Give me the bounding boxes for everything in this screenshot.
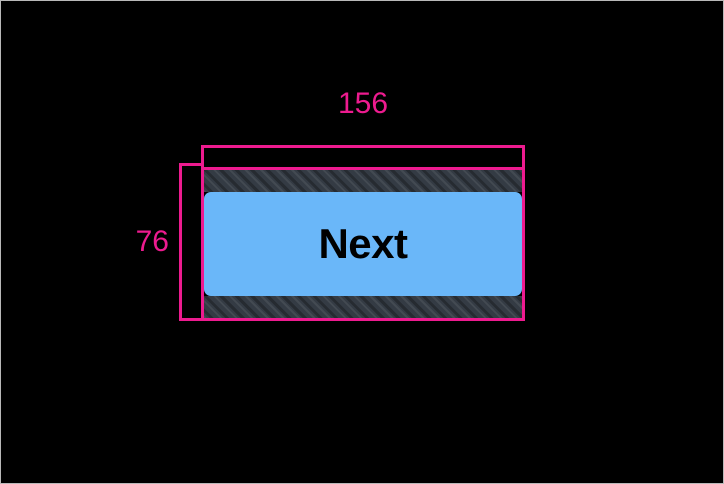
padding-band-bottom: [204, 296, 522, 318]
width-dimension-label: 156: [337, 87, 389, 120]
next-button[interactable]: Next: [204, 192, 522, 296]
next-button-label: Next: [318, 220, 408, 267]
width-dimension-bracket: [201, 145, 525, 167]
height-dimension-label: 76: [135, 225, 169, 258]
highlighted-element-box[interactable]: Next: [201, 167, 525, 321]
padding-band-top: [204, 170, 522, 192]
height-dimension-bracket: [179, 163, 201, 321]
